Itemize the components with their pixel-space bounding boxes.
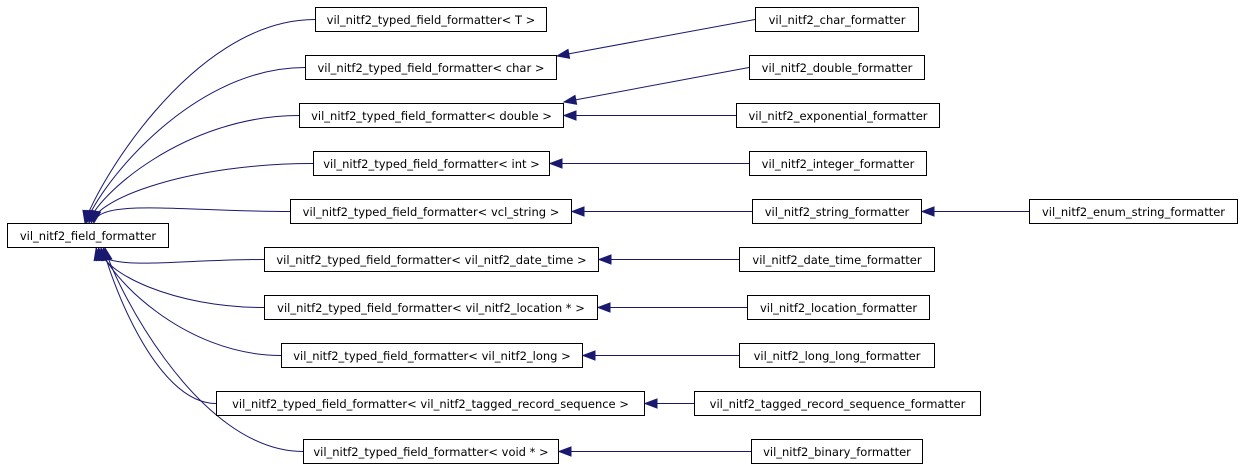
edge-arrowhead [581, 350, 596, 361]
edge-arrowhead [557, 446, 572, 457]
node-integer-formatter[interactable]: vil_nitf2_integer_formatter [749, 151, 927, 176]
node-typed-field-formatter-tagged-record-sequence[interactable]: vil_nitf2_typed_field_formatter< vil_nit… [216, 391, 645, 416]
edge-arrowhead [920, 206, 935, 217]
node-date-time-formatter[interactable]: vil_nitf2_date_time_formatter [739, 247, 935, 272]
edge-arrowhead [570, 206, 585, 217]
edge-t_tagged-to-root [102, 247, 217, 404]
node-double-formatter[interactable]: vil_nitf2_double_formatter [749, 55, 925, 80]
node-location-formatter[interactable]: vil_nitf2_location_formatter [747, 295, 930, 320]
node-tagged-record-sequence-formatter[interactable]: vil_nitf2_tagged_record_sequence_formatt… [694, 391, 981, 416]
edge-t_long-to-root [100, 247, 282, 356]
node-enum-string-formatter[interactable]: vil_nitf2_enum_string_formatter [1029, 199, 1238, 224]
edge-arrowhead [562, 94, 578, 105]
node-binary-formatter[interactable]: vil_nitf2_binary_formatter [751, 439, 923, 464]
node-exponential-formatter[interactable]: vil_nitf2_exponential_formatter [736, 103, 940, 128]
node-string-formatter[interactable]: vil_nitf2_string_formatter [752, 199, 922, 224]
edge-t_loc-to-root [98, 247, 265, 308]
edge-arrowhead [548, 158, 563, 169]
edge-t_char-to-root [86, 67, 306, 224]
edge-arrowhead [597, 254, 612, 265]
edge-arrowhead [596, 302, 611, 313]
edge-t_T-to-root [84, 19, 316, 224]
node-typed-field-formatter-double[interactable]: vil_nitf2_typed_field_formatter< double … [299, 103, 564, 128]
node-typed-field-formatter-date-time[interactable]: vil_nitf2_typed_field_formatter< vil_nit… [264, 247, 599, 272]
node-typed-field-formatter-location[interactable]: vil_nitf2_typed_field_formatter< vil_nit… [264, 295, 598, 320]
edge-c_double-to-t_double [563, 67, 750, 103]
edge-arrowhead [102, 246, 113, 262]
edge-t_void-to-root [104, 247, 304, 452]
edge-arrowhead [91, 209, 102, 225]
edge-arrowhead [562, 110, 577, 121]
node-typed-field-formatter-vcl-string[interactable]: vil_nitf2_typed_field_formatter< vcl_str… [290, 199, 572, 224]
edge-t_string-to-root [93, 207, 291, 224]
edge-arrowhead [643, 398, 658, 409]
edge-t_date-to-root [95, 247, 265, 264]
node-vil-nitf2-field-formatter[interactable]: vil_nitf2_field_formatter [7, 223, 169, 248]
edge-arrowhead [555, 48, 571, 59]
edge-c_char-to-t_char [556, 19, 756, 57]
node-char-formatter[interactable]: vil_nitf2_char_formatter [755, 7, 919, 32]
edge-t_int-to-root [90, 163, 314, 224]
node-typed-field-formatter-int[interactable]: vil_nitf2_typed_field_formatter< int > [313, 151, 550, 176]
node-typed-field-formatter-long[interactable]: vil_nitf2_typed_field_formatter< vil_nit… [281, 343, 583, 368]
node-typed-field-formatter-void-ptr[interactable]: vil_nitf2_typed_field_formatter< void * … [303, 439, 559, 464]
node-typed-field-formatter-char[interactable]: vil_nitf2_typed_field_formatter< char > [305, 55, 557, 80]
node-long-long-formatter[interactable]: vil_nitf2_long_long_formatter [739, 343, 935, 368]
node-typed-field-formatter-t[interactable]: vil_nitf2_typed_field_formatter< T > [315, 7, 547, 32]
